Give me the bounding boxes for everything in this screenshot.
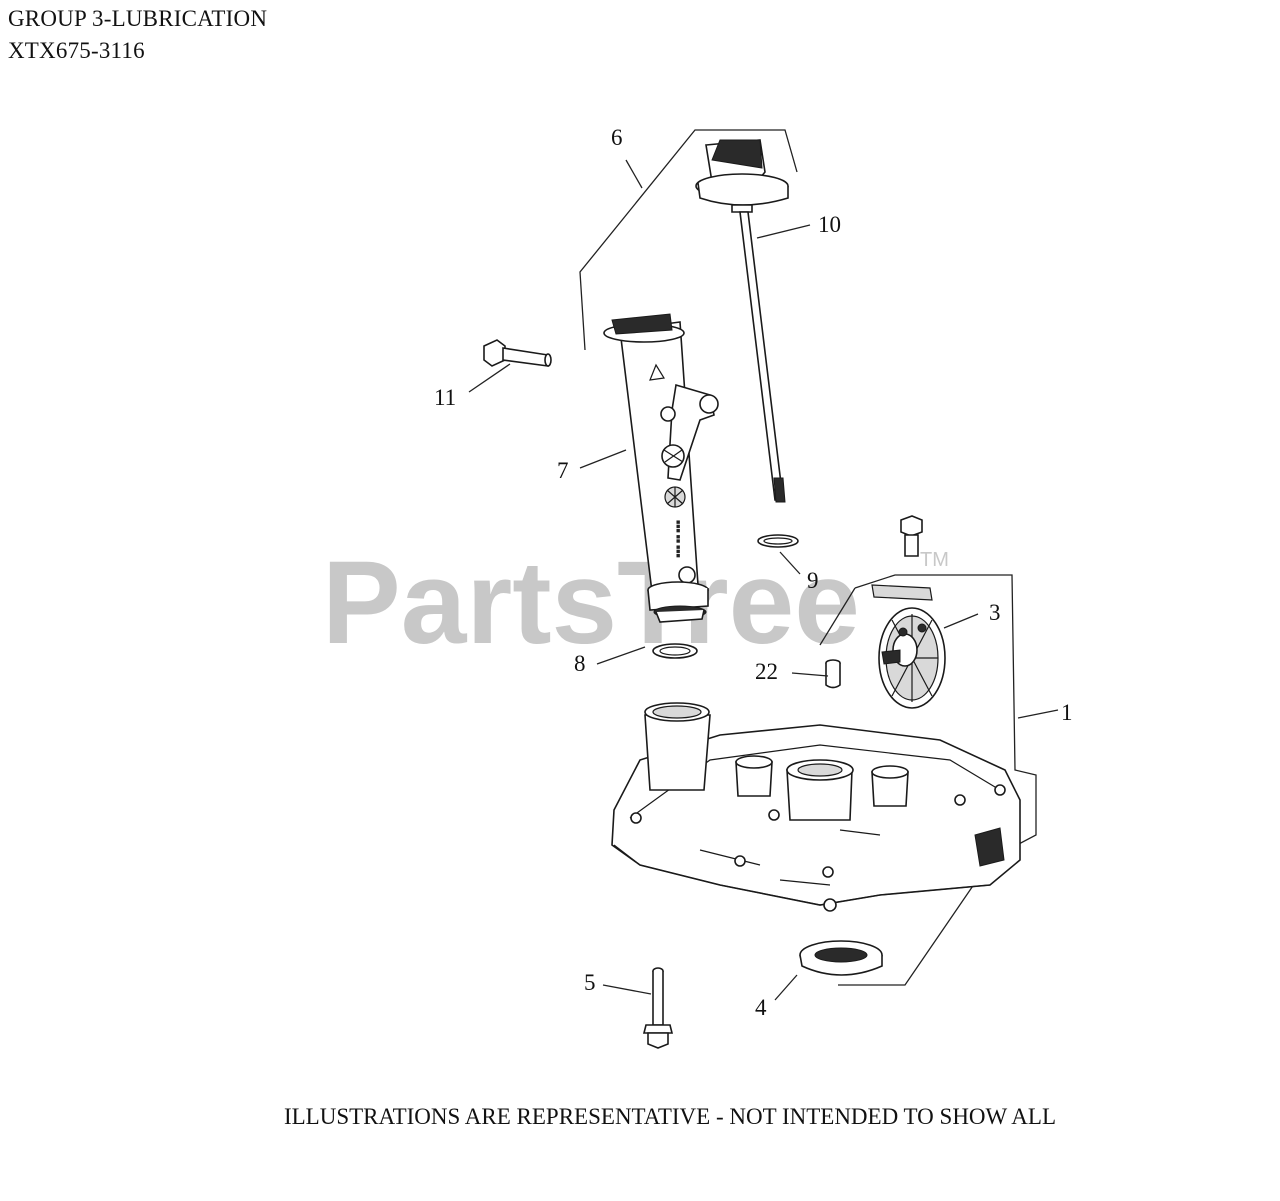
leader-11 — [468, 363, 511, 393]
disclaimer-footer: ILLUSTRATIONS ARE REPRESENTATIVE - NOT I… — [0, 1104, 1280, 1130]
leader-4 — [774, 974, 798, 1001]
model-number: XTX675-3116 — [8, 38, 145, 63]
dipstick-tube-part[interactable]: ■■■ ■■ ■■■ — [603, 313, 719, 623]
callout-8: 8 — [574, 651, 586, 676]
crankcase-cover-part[interactable] — [611, 702, 1021, 912]
callout-7: 7 — [557, 458, 569, 483]
tube-bolt-part[interactable] — [483, 339, 552, 367]
callout-4: 4 — [755, 995, 767, 1020]
callout-3: 3 — [989, 600, 1001, 625]
leader-1 — [1017, 709, 1059, 719]
governor-bolt-part[interactable] — [900, 515, 923, 557]
callout-11: 11 — [434, 385, 456, 410]
o-ring-9-part[interactable] — [757, 534, 799, 548]
o-ring-8-part[interactable] — [652, 643, 698, 659]
callout-1: 1 — [1061, 700, 1073, 725]
watermark-brand: PartsTree — [322, 537, 860, 669]
leader-10 — [756, 224, 811, 239]
callout-9: 9 — [807, 568, 819, 593]
leader-3 — [943, 613, 979, 629]
callout-22: 22 — [755, 659, 778, 684]
watermark-trademark: TM — [920, 549, 949, 571]
leader-7 — [579, 449, 627, 469]
svg-text:■■■ ■■ ■■■: ■■■ ■■ ■■■ — [674, 520, 681, 558]
dipstick-part[interactable] — [695, 139, 789, 503]
group-bracket-6 — [579, 129, 798, 351]
governor-gear-part[interactable] — [878, 607, 946, 709]
leader-22 — [791, 672, 829, 677]
group-title: GROUP 3-LUBRICATION — [8, 6, 268, 31]
leader-8 — [596, 646, 646, 665]
cover-bolt-part[interactable] — [642, 967, 674, 1049]
disclaimer-text: ILLUSTRATIONS ARE REPRESENTATIVE - NOT I… — [283, 1104, 1057, 1129]
governor-plate-part[interactable] — [871, 584, 933, 601]
pin-22-part[interactable] — [825, 659, 841, 689]
callout-10: 10 — [818, 212, 841, 237]
callout-6: 6 — [611, 125, 623, 150]
leader-9 — [779, 551, 801, 575]
leader-5 — [602, 984, 652, 995]
oil-seal-part[interactable] — [799, 940, 883, 976]
leader-6 — [625, 159, 643, 189]
callout-5: 5 — [584, 970, 596, 995]
group-bracket-1 — [838, 574, 1037, 986]
